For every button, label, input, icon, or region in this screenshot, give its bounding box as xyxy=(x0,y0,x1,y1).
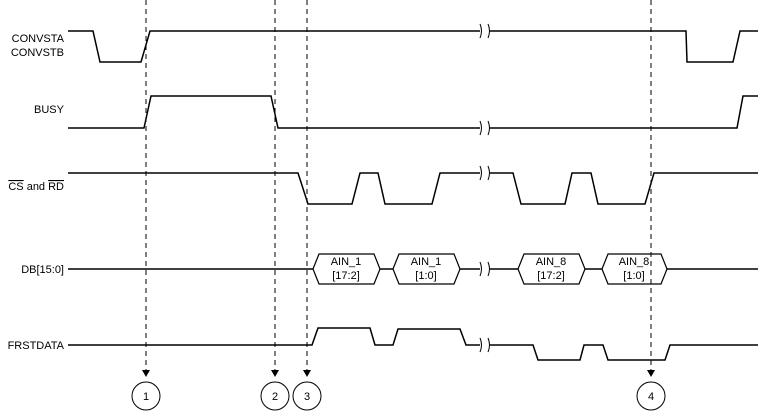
data-word-ain1-low: AIN_1 [1:0] xyxy=(392,253,461,285)
time-break-icon xyxy=(479,261,490,277)
data-word-line2: [1:0] xyxy=(623,270,644,282)
data-word-ain8-high: AIN_8 [17:2] xyxy=(517,253,586,285)
marker-callout-3: 3 xyxy=(292,381,322,411)
marker-callout-2: 2 xyxy=(260,381,290,411)
time-breaks xyxy=(479,23,490,353)
marker-callouts: 1 2 3 4 xyxy=(131,381,666,411)
marker-number: 2 xyxy=(272,391,278,403)
convsta-label: CONVSTA xyxy=(12,33,65,45)
frstdata-waveform xyxy=(68,327,758,361)
data-word-line2: [17:2] xyxy=(332,270,360,282)
db-bus: AIN_1 [17:2] AIN_1 [1:0] AIN_8 [17:2] AI… xyxy=(68,253,758,285)
cs-label: CS xyxy=(8,181,23,193)
data-word-line1: AIN_1 xyxy=(411,256,442,268)
data-word-ain1-high: AIN_1 [17:2] xyxy=(312,253,381,285)
data-word-line2: [17:2] xyxy=(537,270,565,282)
time-break-icon xyxy=(479,23,490,39)
frstdata-label: FRSTDATA xyxy=(8,340,65,352)
cs-rd-waveform xyxy=(68,172,758,205)
cs-rd-label: CS and RD xyxy=(8,181,64,193)
timing-markers xyxy=(142,0,655,377)
data-word-line1: AIN_8 xyxy=(536,256,567,268)
marker-number: 3 xyxy=(304,391,310,403)
marker-callout-4: 4 xyxy=(636,381,666,411)
db-label: DB[15:0] xyxy=(21,264,64,276)
data-word-line2: [1:0] xyxy=(415,270,436,282)
data-word-line1: AIN_8 xyxy=(619,256,650,268)
convstb-label: CONVSTB xyxy=(11,47,64,59)
and-label: and xyxy=(24,181,48,193)
data-word-ain8-low: AIN_8 [1:0] xyxy=(601,253,668,285)
marker-number: 1 xyxy=(143,391,149,403)
time-break-icon xyxy=(479,165,490,181)
time-break-icon xyxy=(479,120,490,136)
rd-label: RD xyxy=(48,181,64,193)
convst-waveform xyxy=(68,30,758,63)
marker-number: 4 xyxy=(648,391,654,403)
signal-labels: CONVSTA CONVSTB BUSY CS and RD DB[15:0] … xyxy=(8,33,65,352)
marker-callout-1: 1 xyxy=(131,381,161,411)
busy-label: BUSY xyxy=(34,104,65,116)
busy-waveform xyxy=(68,95,758,129)
data-word-line1: AIN_1 xyxy=(331,256,362,268)
time-break-icon xyxy=(479,337,490,353)
